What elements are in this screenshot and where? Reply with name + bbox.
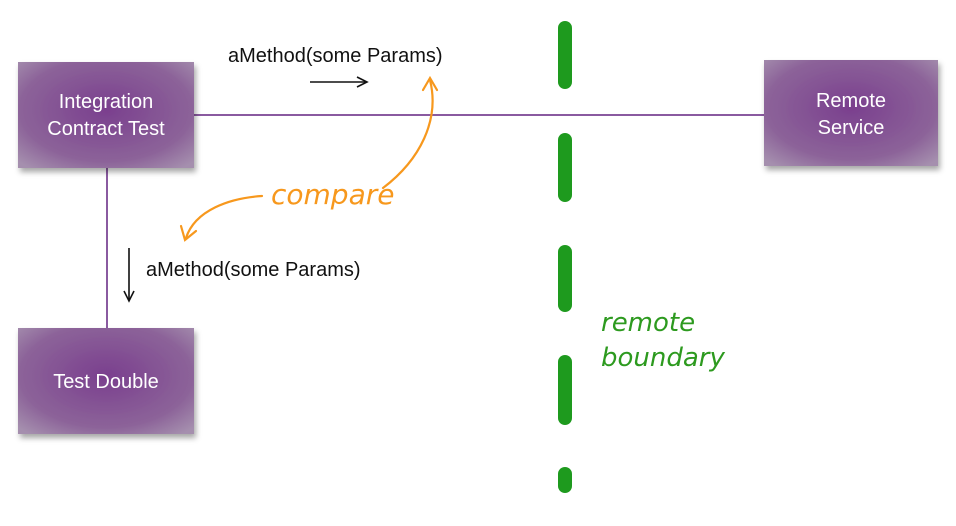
integration-box-label-line2: Contract Test [47, 118, 165, 140]
compare-annotation: compare [271, 178, 394, 211]
down-arrow-icon [123, 248, 135, 303]
call-to-remote-label: aMethod(some Params) [228, 45, 443, 67]
compare-curved-arrows [179, 75, 439, 242]
remote-box-label-line2: Service [818, 117, 885, 139]
remote-boundary-label-line1: remote [601, 308, 695, 338]
test-double-box: Test Double [18, 328, 194, 434]
integration-box-label-line1: Integration [59, 91, 154, 113]
remote-box-label-line1: Remote [816, 90, 886, 112]
right-arrow-icon [310, 76, 369, 88]
call-to-double-label: aMethod(some Params) [146, 259, 361, 281]
remote-boundary-label-line2: boundary [601, 343, 725, 373]
integration-contract-test-box: Integration Contract Test [18, 62, 194, 168]
remote-service-box: Remote Service [764, 60, 938, 166]
test-double-label: Test Double [53, 371, 159, 393]
